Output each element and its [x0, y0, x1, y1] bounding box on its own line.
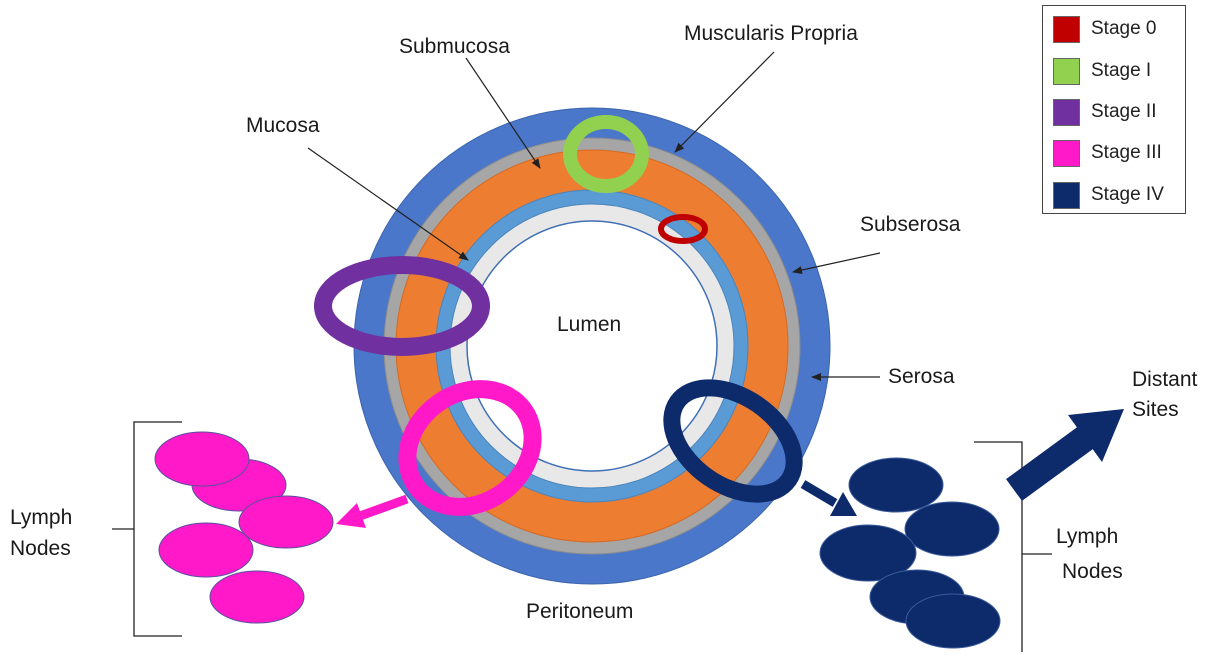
right-lymph-nodes — [820, 458, 1000, 648]
legend-item-stage-0: Stage 0 — [1053, 12, 1157, 46]
distant-sites-label-line1: Distant — [1132, 368, 1197, 392]
legend-label: Stage 0 — [1091, 18, 1157, 40]
muscularis-pointer — [675, 52, 774, 152]
stage-4-lymph-arrow — [803, 484, 857, 516]
distant-sites-arrow — [1014, 409, 1124, 490]
mucosa-label: Mucosa — [246, 114, 320, 138]
legend-item-stage-2: Stage II — [1053, 95, 1157, 129]
lymph-node — [239, 496, 333, 548]
peritoneum-label: Peritoneum — [526, 600, 633, 624]
left-lymph-label-line1: Lymph — [10, 506, 72, 530]
stage-1-swatch — [1053, 58, 1080, 85]
subserosa-label: Subserosa — [860, 213, 960, 237]
distant-sites-label-line2: Sites — [1132, 398, 1179, 422]
submucosa-label: Submucosa — [399, 35, 510, 59]
lymph-node — [906, 594, 1000, 648]
right-lymph-label-line1: Lymph — [1056, 525, 1118, 549]
legend-label: Stage I — [1091, 60, 1151, 82]
left-lymph-label-line2: Nodes — [10, 537, 71, 561]
lymph-node — [210, 571, 304, 623]
stage-legend: Stage 0 Stage I Stage II Stage III Stage… — [1042, 5, 1186, 214]
stage-4-swatch — [1053, 182, 1080, 209]
stage-2-swatch — [1053, 99, 1080, 126]
stage-3-spread-arrow — [336, 499, 407, 528]
left-lymph-nodes — [155, 432, 333, 623]
legend-label: Stage II — [1091, 101, 1157, 123]
stage-3-swatch — [1053, 140, 1080, 167]
legend-label: Stage IV — [1091, 184, 1164, 206]
serosa-label: Serosa — [888, 365, 955, 389]
lumen-label: Lumen — [557, 313, 621, 337]
lymph-node — [905, 502, 999, 556]
lymph-node — [849, 458, 943, 512]
stage-0-swatch — [1053, 16, 1080, 43]
lymph-node — [159, 523, 253, 577]
muscularis-propria-label: Muscularis Propria — [684, 22, 858, 46]
right-lymph-label-line2: Nodes — [1062, 560, 1123, 584]
legend-label: Stage III — [1091, 142, 1162, 164]
legend-item-stage-3: Stage III — [1053, 136, 1162, 170]
lymph-node — [155, 432, 249, 486]
legend-item-stage-4: Stage IV — [1053, 178, 1164, 212]
legend-item-stage-1: Stage I — [1053, 54, 1151, 88]
